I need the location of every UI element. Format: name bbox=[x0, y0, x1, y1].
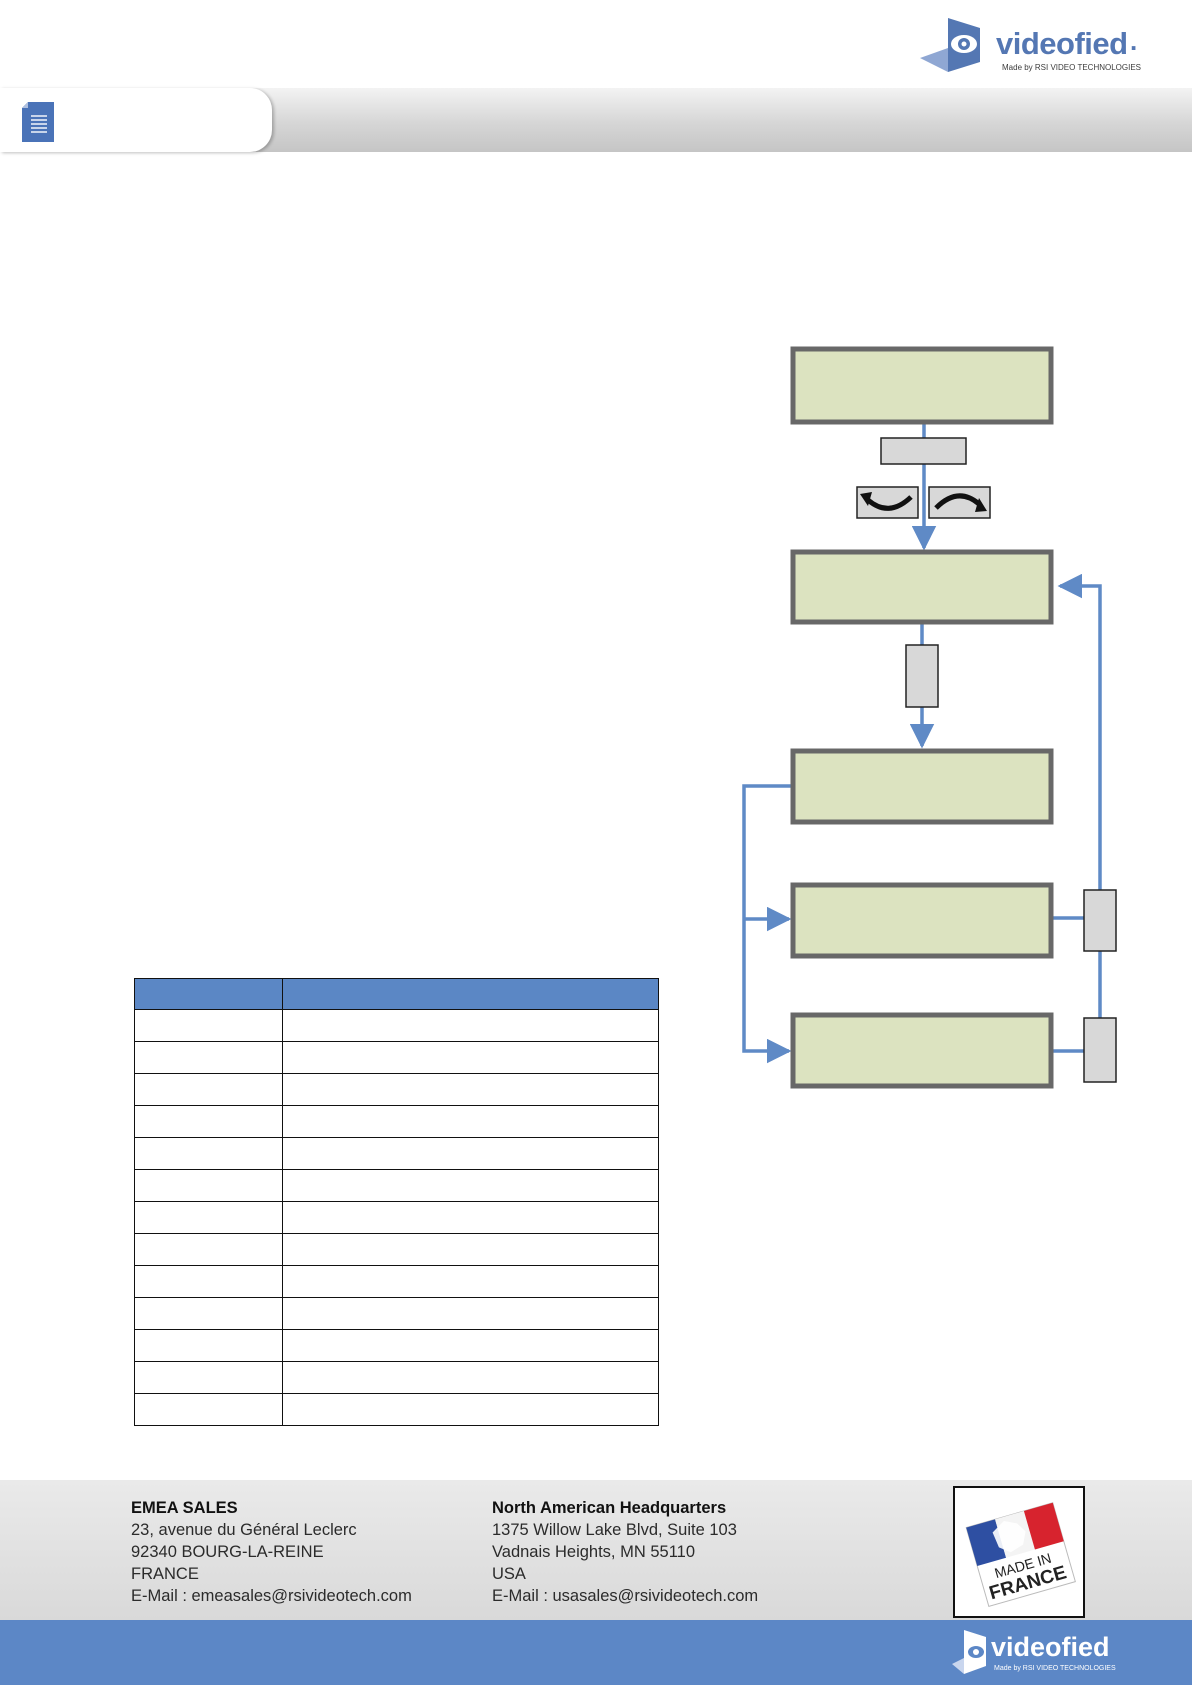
address-line: 1375 Willow Lake Blvd, Suite 103 bbox=[492, 1521, 737, 1539]
address-line: 23, avenue du Général Leclerc bbox=[131, 1521, 357, 1539]
table-cell bbox=[282, 1073, 659, 1106]
table-cell bbox=[134, 1073, 283, 1106]
table-cell bbox=[134, 1265, 283, 1298]
table-cell bbox=[282, 1329, 659, 1362]
table-cell bbox=[134, 1361, 283, 1394]
email-line: E-Mail : emeasales@rsivideotech.com bbox=[131, 1587, 412, 1605]
table-row bbox=[134, 1201, 659, 1234]
table-cell bbox=[282, 1393, 659, 1426]
curved-arrow-right-icon bbox=[934, 493, 981, 510]
table-cell bbox=[134, 1137, 283, 1170]
table-header-cell bbox=[282, 978, 659, 1010]
lcd-screen bbox=[790, 549, 1054, 625]
keypad-key bbox=[905, 644, 939, 708]
document-icon bbox=[22, 102, 54, 142]
table-row bbox=[134, 1073, 659, 1106]
videofied-footer-logo: videofied Made by RSI VIDEO TECHNOLOGIES bbox=[950, 1625, 1150, 1680]
brand-name: videofied bbox=[996, 26, 1128, 61]
table-cell bbox=[134, 1105, 283, 1138]
table-row bbox=[134, 1169, 659, 1202]
table-row bbox=[134, 1393, 659, 1426]
table-row bbox=[134, 1361, 659, 1394]
table-row bbox=[134, 1041, 659, 1074]
table-body bbox=[134, 1009, 659, 1426]
eye-logo-icon bbox=[920, 18, 980, 72]
table-cell bbox=[282, 1265, 659, 1298]
email-line: E-Mail : usasales@rsivideotech.com bbox=[492, 1587, 759, 1605]
table-header-cell bbox=[134, 978, 283, 1010]
table-row bbox=[134, 1265, 659, 1298]
address-line: Vadnais Heights, MN 55110 bbox=[492, 1543, 696, 1561]
scroll-right-key bbox=[928, 486, 991, 519]
address-line: FRANCE bbox=[131, 1565, 199, 1583]
table-header-row bbox=[134, 978, 659, 1010]
keypad-key bbox=[1083, 1017, 1117, 1083]
keypad-key bbox=[880, 437, 967, 465]
made-in-france-icon: MADE IN FRANCE bbox=[965, 1502, 1076, 1608]
table-cell bbox=[282, 1169, 659, 1202]
table-row bbox=[134, 1297, 659, 1330]
keypad-keys bbox=[880, 437, 1117, 1083]
na-address: North American Headquarters 1375 Willow … bbox=[492, 1497, 758, 1607]
scroll-left-key bbox=[856, 486, 919, 519]
emea-title: EMEA SALES bbox=[131, 1499, 238, 1517]
address-line: 92340 BOURG-LA-REINE bbox=[131, 1543, 324, 1561]
made-in-france-badge: MADE IN FRANCE bbox=[953, 1486, 1085, 1618]
table-row bbox=[134, 1233, 659, 1266]
table-cell bbox=[282, 1233, 659, 1266]
menu-flowchart bbox=[742, 346, 1117, 1089]
brand-name: videofied bbox=[991, 1632, 1110, 1662]
table-cell bbox=[134, 1169, 283, 1202]
lcd-screen bbox=[790, 882, 1054, 959]
table-cell bbox=[134, 1201, 283, 1234]
lcd-screens bbox=[790, 346, 1054, 1089]
table-cell bbox=[282, 1361, 659, 1394]
table-cell bbox=[134, 1233, 283, 1266]
table-cell bbox=[134, 1393, 283, 1426]
lcd-screen bbox=[790, 748, 1054, 825]
footer-bar bbox=[0, 1620, 1192, 1685]
table-cell bbox=[282, 1137, 659, 1170]
brand-tagline: Made by RSI VIDEO TECHNOLOGIES bbox=[994, 1665, 1116, 1672]
table-row bbox=[134, 1329, 659, 1362]
table-cell bbox=[134, 1329, 283, 1362]
videofied-logo: videofied . Made by RSI VIDEO TECHNOLOGI… bbox=[918, 14, 1158, 76]
curved-arrow-left-icon bbox=[866, 495, 913, 511]
address-line: USA bbox=[492, 1565, 526, 1583]
brand-dot: . bbox=[1130, 26, 1138, 56]
keypad-key bbox=[1083, 889, 1117, 952]
table-row bbox=[134, 1137, 659, 1170]
data-table bbox=[134, 978, 659, 1426]
lcd-screen bbox=[790, 346, 1054, 425]
emea-address: EMEA SALES 23, avenue du Général Leclerc… bbox=[131, 1497, 412, 1607]
table-row bbox=[134, 1105, 659, 1138]
lcd-screen bbox=[790, 1012, 1054, 1089]
table-cell bbox=[282, 1297, 659, 1330]
brand-tagline: Made by RSI VIDEO TECHNOLOGIES bbox=[1002, 63, 1142, 72]
table-cell bbox=[282, 1105, 659, 1138]
eye-logo-icon bbox=[952, 1630, 986, 1674]
na-title: North American Headquarters bbox=[492, 1499, 727, 1517]
table-cell bbox=[282, 1201, 659, 1234]
table-cell bbox=[134, 1297, 283, 1330]
